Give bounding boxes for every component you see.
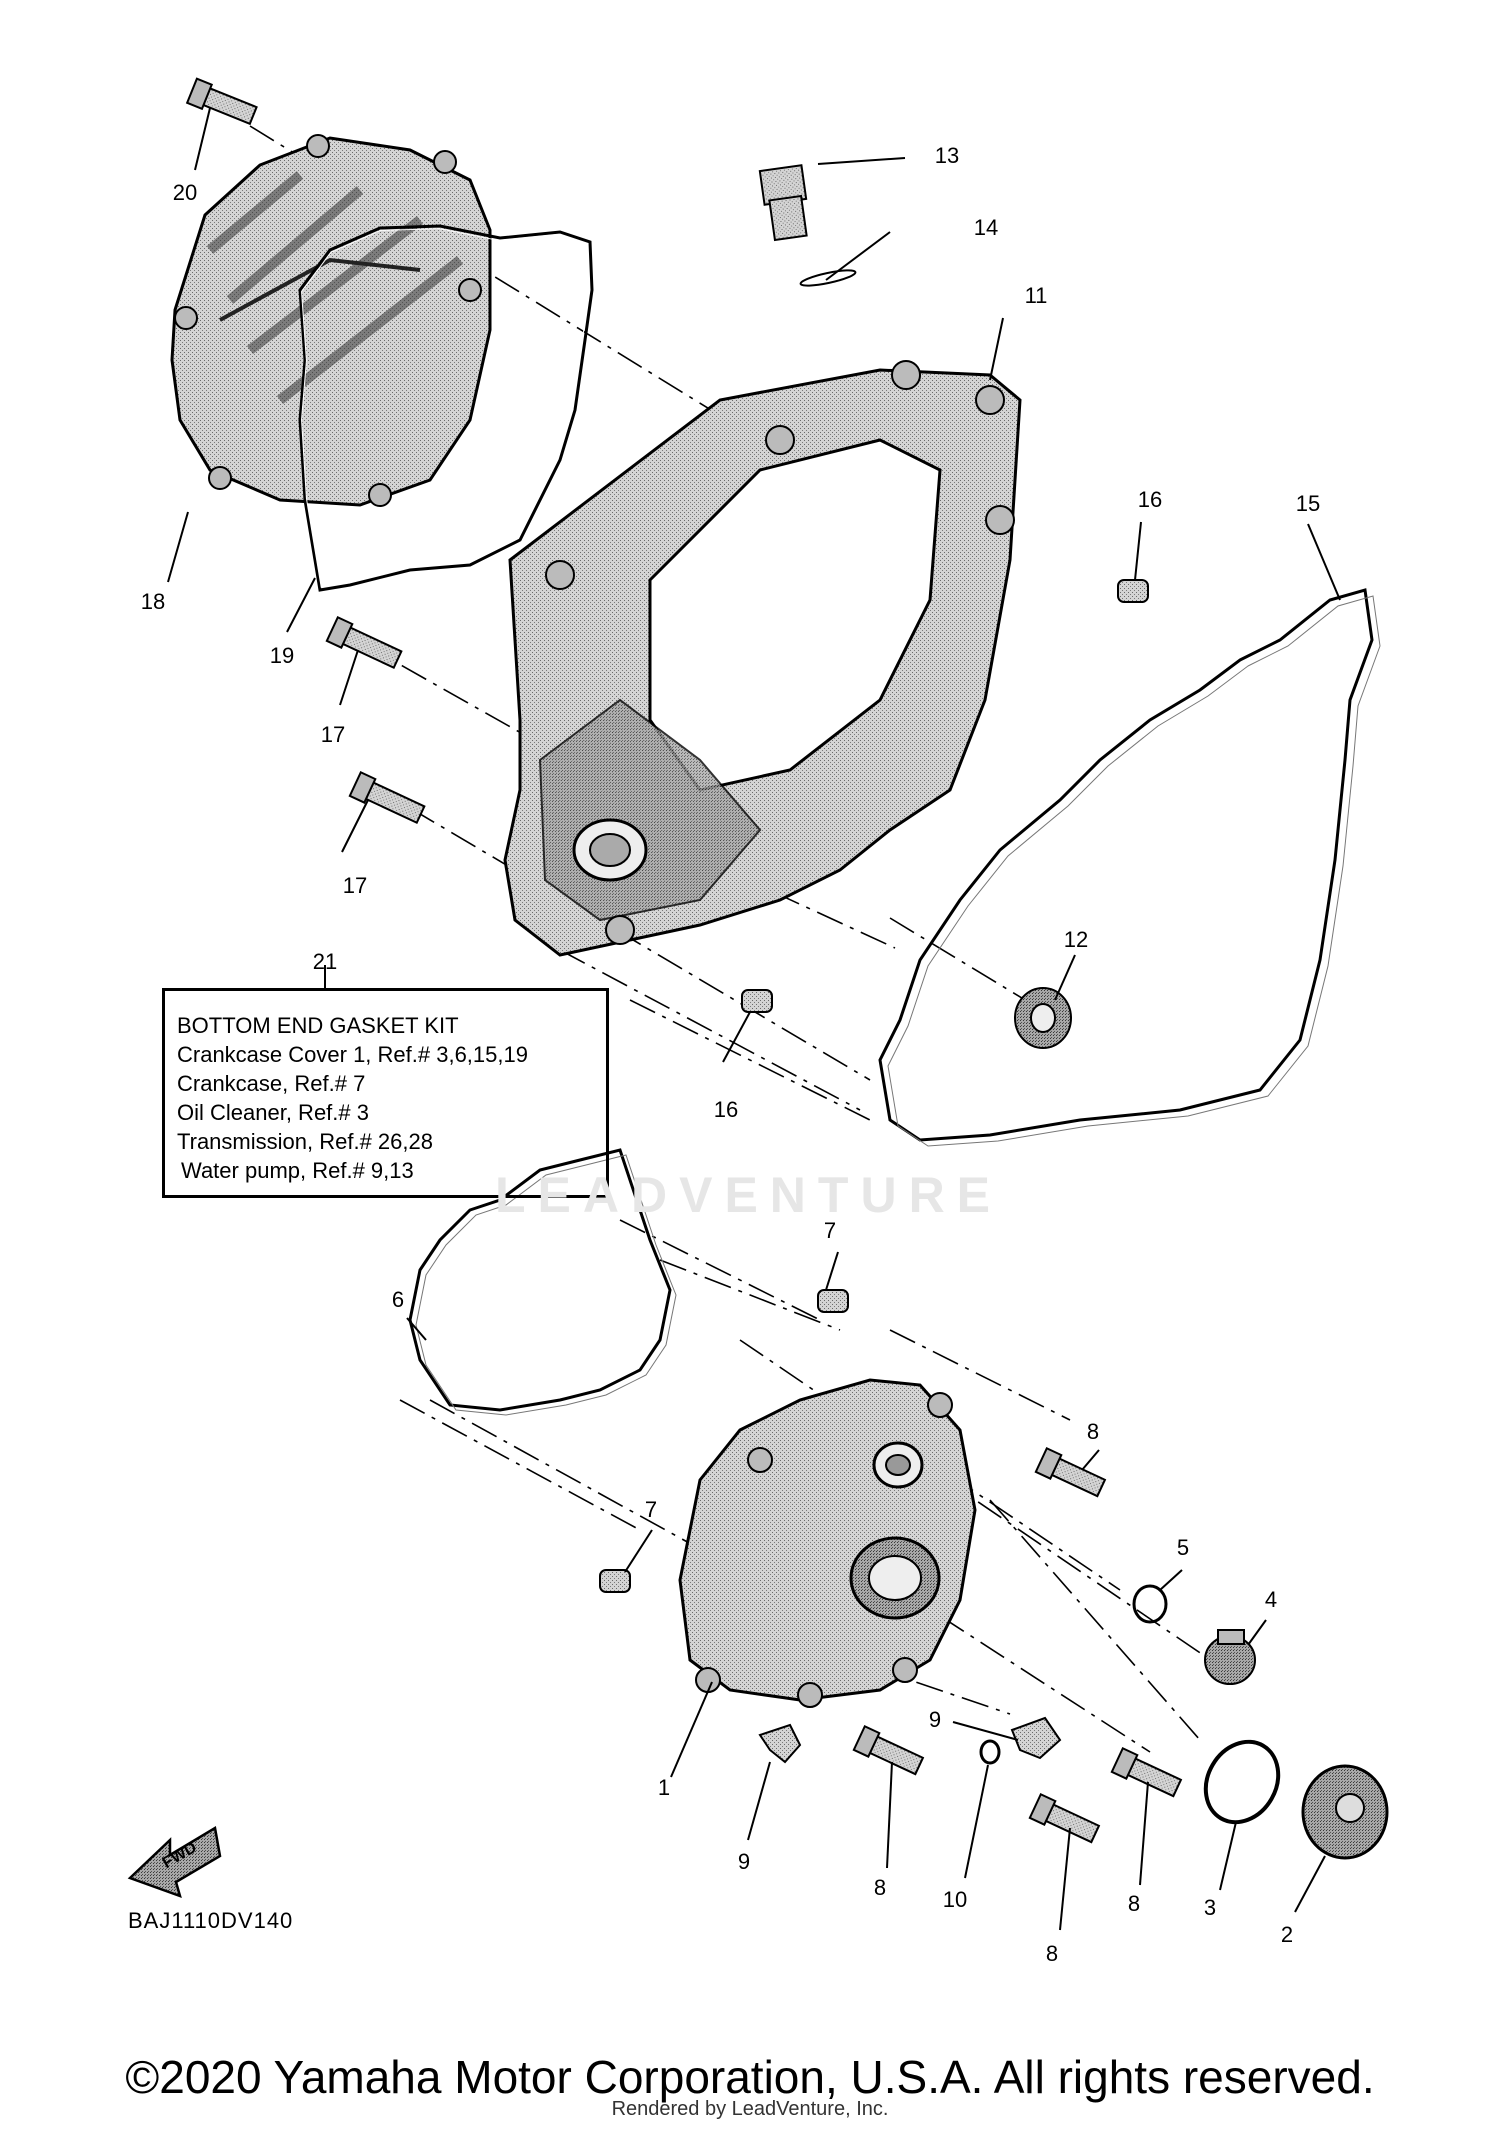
gasket-kit-line: Transmission, Ref.# 26,28 [177, 1129, 433, 1154]
part-7-dowel-lower [599, 1569, 631, 1593]
part-3-o-ring [1203, 1739, 1281, 1825]
callout-9: 9 [928, 1707, 942, 1732]
leader-lines [167, 107, 1341, 1931]
gasket-kit-line: Crankcase, Ref.# 7 [177, 1071, 366, 1096]
part-5-o-ring [1132, 1584, 1168, 1624]
part-8-bolt-c [1028, 1792, 1101, 1844]
part-8-bolt-b [852, 1724, 925, 1776]
callout-16: 16 [713, 1097, 739, 1122]
callout-17: 17 [320, 722, 346, 747]
callout-21: 21 [312, 949, 338, 974]
part-1-crankcase-cover [678, 1378, 977, 1708]
part-12-plug [1014, 987, 1072, 1049]
gasket-kit-line: Water pump, Ref.# 9,13 [181, 1158, 414, 1183]
callout-1: 1 [657, 1775, 671, 1800]
part-13-plug [758, 164, 808, 242]
callout-3: 3 [1203, 1895, 1217, 1920]
part-17-bolt-upper [325, 615, 403, 669]
part-10-washer [979, 1739, 1001, 1765]
callout-2: 2 [1280, 1922, 1294, 1947]
callout-5: 5 [1176, 1535, 1190, 1560]
part-8-bolt-a [1034, 1446, 1107, 1498]
part-6-gasket [408, 1148, 672, 1412]
callout-16: 16 [1137, 487, 1163, 512]
gasket-kit-title: BOTTOM END GASKET KIT [177, 1013, 459, 1038]
gasket-kit-line: Oil Cleaner, Ref.# 3 [177, 1100, 369, 1125]
part-2-cap [1301, 1764, 1389, 1860]
fwd-arrow-icon [127, 1825, 222, 1899]
copyright-notice: ©2020 Yamaha Motor Corporation, U.S.A. A… [125, 2051, 1375, 2103]
callout-8: 8 [873, 1875, 887, 1900]
callout-7: 7 [823, 1218, 837, 1243]
part-9-clip-left [758, 1723, 802, 1764]
callout-7: 7 [644, 1497, 658, 1522]
rendered-by-notice: Rendered by LeadVenture, Inc. [611, 2098, 889, 2120]
part-14-o-ring [799, 269, 857, 287]
part-4-plug [1204, 1629, 1256, 1685]
callout-6: 6 [391, 1287, 405, 1312]
part-16-dowel-upper [1117, 579, 1149, 603]
callout-18: 18 [140, 589, 166, 614]
part-17-bolt-lower [348, 770, 426, 824]
part-9-clip-right [1010, 1716, 1062, 1760]
callout-8: 8 [1127, 1891, 1141, 1916]
gasket-kit-box: BOTTOM END GASKET KIT Crankcase Cover 1,… [162, 988, 609, 1198]
part-11-crankcase-cover [503, 360, 1022, 957]
callout-8: 8 [1045, 1941, 1059, 1966]
part-18-clutch-cover [170, 134, 492, 507]
callout-8: 8 [1086, 1419, 1100, 1444]
part-7-dowel-upper [817, 1289, 849, 1313]
callout-19: 19 [269, 643, 295, 668]
watermark: LEADVENTURE [495, 1167, 1003, 1223]
callout-15: 15 [1295, 491, 1321, 516]
callout-12: 12 [1063, 927, 1089, 952]
callout-14: 14 [973, 215, 999, 240]
part-8-bolt-d [1110, 1746, 1183, 1798]
callout-10: 10 [942, 1887, 968, 1912]
callout-20: 20 [172, 180, 198, 205]
part-19-gasket [298, 224, 594, 592]
part-20-bolt [185, 77, 258, 126]
part-15-gasket [878, 588, 1374, 1142]
callout-17: 17 [342, 873, 368, 898]
callout-11: 11 [1024, 283, 1048, 308]
gasket-kit-line: Crankcase Cover 1, Ref.# 3,6,15,19 [177, 1042, 528, 1067]
callout-13: 13 [934, 143, 960, 168]
part-16-dowel-lower [741, 989, 773, 1013]
diagram-code: BAJ1110DV140 [128, 1908, 294, 1933]
callout-9: 9 [737, 1849, 751, 1874]
callout-4: 4 [1264, 1587, 1278, 1612]
